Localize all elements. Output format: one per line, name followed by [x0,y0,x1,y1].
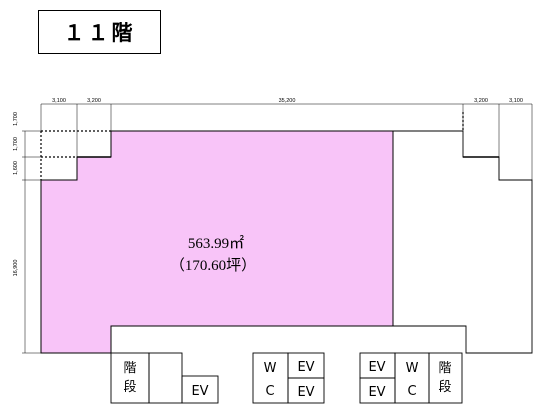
stairs-left-label-1: 階 [123,361,136,376]
dim-top-2: 3,200 [87,98,101,104]
dim-left-3: 1,600 [13,161,19,175]
dim-top-1: 3,100 [52,98,66,104]
stairs-right-label-1: 階 [438,361,451,376]
core-rooms [110,352,463,404]
room-stairs-right [428,352,463,404]
ev-right-top-label: EV [368,360,385,375]
dim-left-1: 1,700 [13,112,19,126]
area-tsubo: （170.60坪） [170,257,256,274]
dim-top-5: 3,100 [509,98,523,104]
dim-top-4: 3,200 [474,98,488,104]
wc-right-label-2: C [407,384,416,399]
dim-top-3: 35,200 [279,98,296,104]
ev-left-top-label: EV [297,360,314,375]
wc-left-label-2: C [265,384,274,399]
room-ev-low [181,375,219,404]
ev-right-bottom-label: EV [368,385,385,400]
stairs-right-label-2: 段 [438,380,451,395]
area-sqm: 563.99㎡ [188,235,244,252]
room-ev-left-bottom [287,377,325,404]
dim-left-4: 16,900 [13,260,19,277]
wc-left-label-1: W [264,361,277,376]
top-dimension-lines [40,103,533,180]
dim-left-2: 1,700 [13,137,19,151]
stairs-left-label-2: 段 [123,380,136,395]
wc-right-label-1: W [406,361,419,376]
floor-title: １１階 [63,21,136,45]
floor-title-box: １１階 [38,10,161,54]
ev-low-label: EV [191,384,208,399]
left-dimension-lines [22,130,41,354]
ev-left-bottom-label: EV [297,385,314,400]
room-shaft-left [148,352,183,404]
